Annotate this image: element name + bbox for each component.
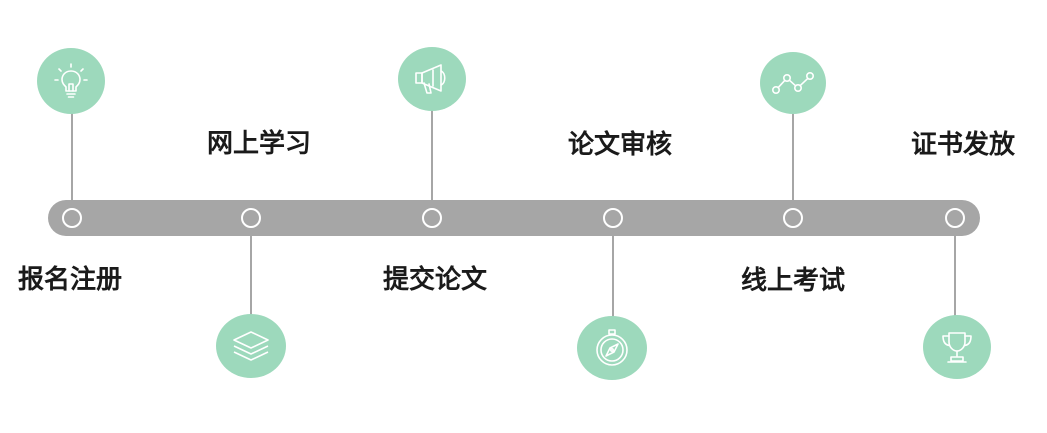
step-label-online-exam: 线上考试 bbox=[741, 266, 846, 296]
timeline-node bbox=[62, 208, 82, 228]
layers-icon-circle bbox=[216, 314, 286, 378]
line-graph-icon bbox=[771, 72, 814, 94]
connector-line bbox=[250, 228, 252, 316]
megaphone-icon bbox=[415, 64, 446, 94]
step-label-certificate: 证书发放 bbox=[911, 130, 1016, 160]
step-label-paper-review: 论文审核 bbox=[568, 130, 673, 160]
timeline-node bbox=[945, 208, 965, 228]
trophy-icon bbox=[942, 332, 972, 363]
lightbulb-icon bbox=[54, 63, 88, 98]
connector-line bbox=[71, 112, 73, 208]
step-label-register: 报名注册 bbox=[18, 265, 123, 295]
line-graph-icon-circle bbox=[760, 52, 826, 114]
connector-line bbox=[612, 228, 614, 318]
layers-icon bbox=[233, 331, 269, 361]
connector-line bbox=[792, 114, 794, 208]
compass-icon bbox=[596, 329, 628, 366]
step-label-submit-paper: 提交论文 bbox=[383, 265, 488, 295]
megaphone-icon-circle bbox=[398, 47, 466, 111]
timeline-node bbox=[783, 208, 803, 228]
timeline-node bbox=[603, 208, 623, 228]
lightbulb-icon-circle bbox=[37, 48, 105, 114]
connector-line bbox=[431, 110, 433, 208]
compass-icon-circle bbox=[577, 316, 647, 380]
step-label-online-study: 网上学习 bbox=[207, 129, 312, 159]
connector-line bbox=[954, 228, 956, 316]
trophy-icon-circle bbox=[923, 315, 991, 379]
timeline-bar bbox=[48, 200, 980, 236]
timeline-node bbox=[241, 208, 261, 228]
timeline-node bbox=[422, 208, 442, 228]
